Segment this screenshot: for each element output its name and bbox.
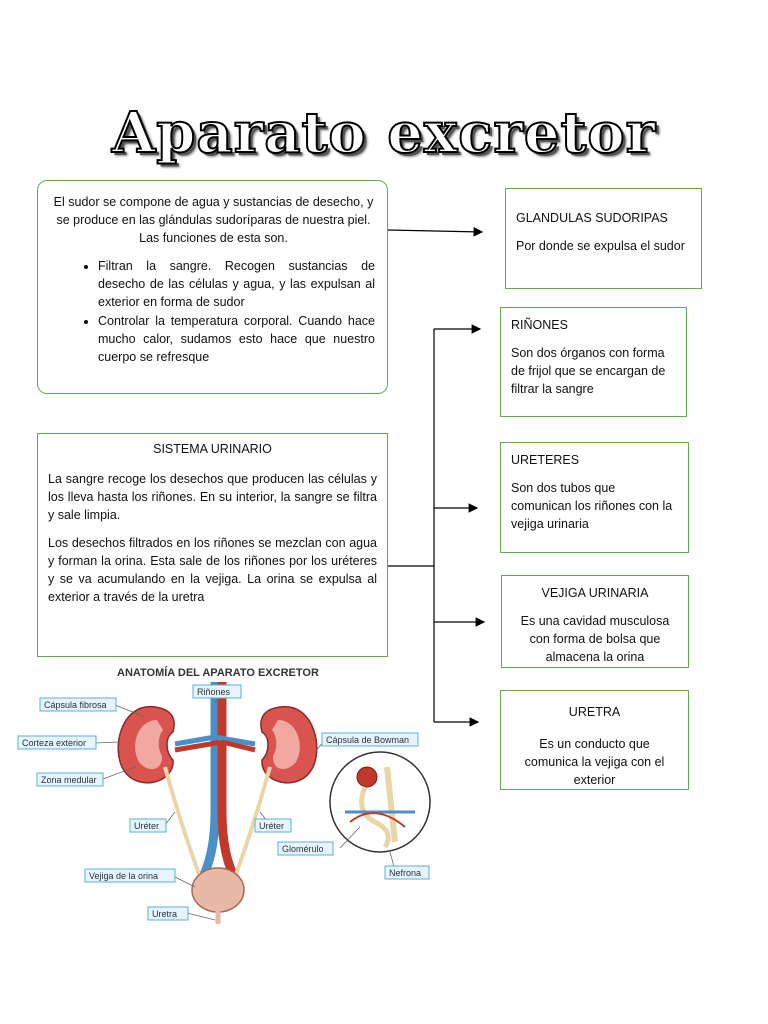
label-corteza: Corteza exterior bbox=[17, 735, 97, 750]
list-item: Filtran la sangre. Recogen sustancias de… bbox=[98, 257, 375, 311]
svg-text:Vejiga de la orina: Vejiga de la orina bbox=[89, 871, 158, 881]
glandulas-box: GLANDULAS SUDORIPAS Por donde se expulsa… bbox=[505, 188, 702, 289]
uretra-box: URETRA Es un conducto que comunica la ve… bbox=[500, 690, 689, 790]
svg-text:Nefrona: Nefrona bbox=[389, 868, 421, 878]
label-capsula-fibrosa: Cápsula fibrosa bbox=[39, 697, 117, 712]
vejiga-text: Es una cavidad musculosa con forma de bo… bbox=[520, 614, 670, 664]
rinones-box: RIÑONES Son dos órganos con forma de fri… bbox=[500, 307, 687, 417]
label-glomerulo: Glomérulo bbox=[277, 841, 334, 856]
svg-text:Cápsula fibrosa: Cápsula fibrosa bbox=[44, 700, 107, 710]
label-uretra: Uretra bbox=[147, 906, 189, 921]
anatomy-title: ANATOMÍA DEL APARATO EXCRETOR bbox=[117, 667, 319, 679]
svg-text:Zona medular: Zona medular bbox=[41, 775, 97, 785]
label-zona-medular: Zona medular bbox=[36, 772, 104, 787]
kidney-left bbox=[117, 706, 175, 784]
urinary-paragraph-1: La sangre recoge los desechos que produc… bbox=[48, 472, 377, 522]
svg-text:Cápsula de Bowman: Cápsula de Bowman bbox=[326, 735, 409, 745]
ureteres-box: URETERES Son dos tubos que comunican los… bbox=[500, 442, 689, 553]
rinones-heading: RIÑONES bbox=[511, 318, 568, 332]
urinary-paragraph-2: Los desechos filtrados en los riñones se… bbox=[48, 536, 377, 604]
vejiga-box: VEJIGA URINARIA Es una cavidad musculosa… bbox=[501, 575, 689, 668]
label-ureter-left: Uréter bbox=[129, 818, 167, 833]
uretra-text: Es un conducto que comunica la vejiga co… bbox=[524, 737, 665, 787]
svg-text:Uretra: Uretra bbox=[152, 909, 177, 919]
ureter-left bbox=[163, 766, 202, 878]
label-capsula-bowman: Cápsula de Bowman bbox=[321, 732, 419, 747]
intro-subtitle: Las funciones de esta son. bbox=[139, 231, 288, 245]
arrow-intro-glandulas bbox=[387, 227, 484, 237]
urinary-heading: SISTEMA URINARIO bbox=[153, 442, 272, 456]
anatomy-illustration: Cápsula fibrosa Riñones Corteza exterior… bbox=[17, 682, 431, 924]
intro-box: El sudor se compone de agua y sustancias… bbox=[37, 180, 388, 394]
label-ureter-right: Uréter bbox=[254, 818, 292, 833]
list-item: Controlar la temperatura corporal. Cuand… bbox=[98, 312, 375, 366]
label-rinones: Riñones bbox=[192, 684, 242, 699]
uretra-heading: URETRA bbox=[568, 705, 621, 719]
vejiga-heading: VEJIGA URINARIA bbox=[541, 586, 649, 600]
glandulas-text: Por donde se expulsa el sudor bbox=[516, 239, 685, 253]
label-vejiga: Vejiga de la orina bbox=[84, 868, 176, 883]
urinary-system-box: SISTEMA URINARIO La sangre recoge los de… bbox=[37, 433, 388, 657]
glandulas-heading: GLANDULAS SUDORIPAS bbox=[516, 211, 668, 225]
label-nefrona: Nefrona bbox=[384, 865, 430, 880]
svg-text:Uréter: Uréter bbox=[134, 821, 159, 831]
ureteres-heading: URETERES bbox=[511, 453, 580, 467]
svg-text:Riñones: Riñones bbox=[197, 687, 231, 697]
rinones-text: Son dos órganos con forma de frijol que … bbox=[511, 346, 666, 396]
functions-list: Filtran la sangre. Recogen sustancias de… bbox=[52, 257, 375, 366]
vena-cava bbox=[196, 682, 220, 885]
aorta bbox=[217, 682, 241, 885]
svg-text:Corteza exterior: Corteza exterior bbox=[22, 738, 86, 748]
ureteres-text: Son dos tubos que comunican los riñones … bbox=[511, 481, 673, 531]
bladder bbox=[191, 867, 245, 913]
page-title: Aparato excretor bbox=[111, 99, 657, 167]
ureter-right bbox=[233, 766, 272, 878]
kidney-right bbox=[260, 706, 318, 784]
nephron-detail bbox=[329, 751, 431, 853]
svg-text:Glomérulo: Glomérulo bbox=[282, 844, 324, 854]
svg-text:Uréter: Uréter bbox=[259, 821, 284, 831]
intro-text: El sudor se compone de agua y sustancias… bbox=[53, 195, 374, 227]
